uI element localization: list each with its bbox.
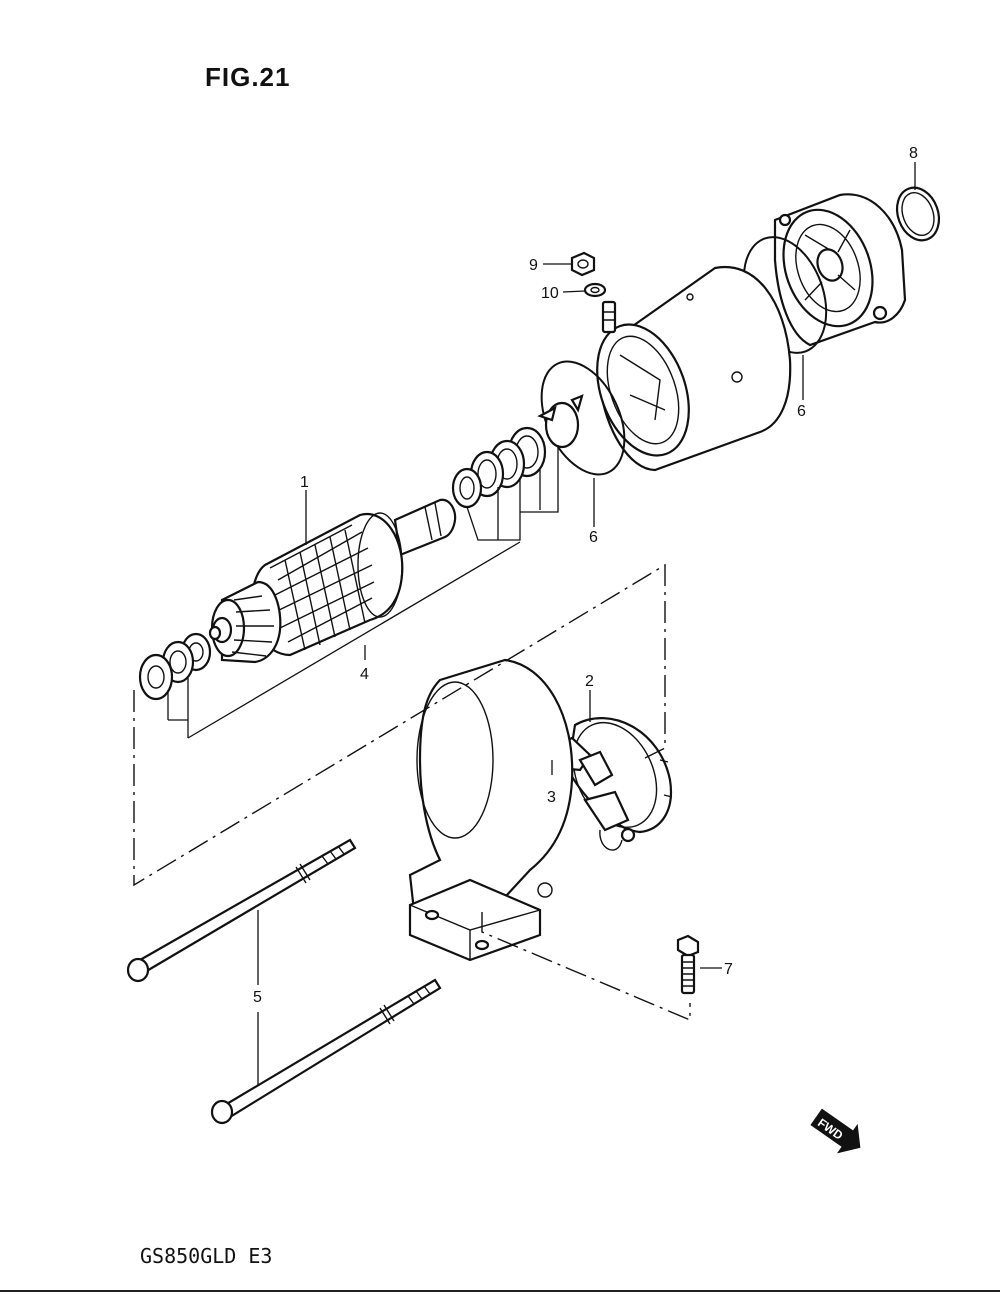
figure-title: FIG.21 <box>205 62 291 92</box>
bottom-rule <box>0 1290 1000 1292</box>
model-code: GS850GLD E3 <box>140 1244 273 1268</box>
callout-6-left: 6 <box>589 529 598 546</box>
part-1-armature <box>208 498 457 664</box>
part-10-washer <box>583 282 607 298</box>
assembly-dash-lines <box>133 563 691 1022</box>
shim-set-right <box>451 426 547 509</box>
leader-lines <box>167 162 916 1085</box>
callout-9: 9 <box>529 257 538 274</box>
end-cover <box>773 193 907 347</box>
shim-set-left <box>138 632 212 701</box>
callout-1: 1 <box>300 474 309 491</box>
starter-yoke <box>596 265 792 472</box>
fwd-arrow-icon: FWD <box>810 1108 861 1154</box>
callout-5: 5 <box>253 989 262 1006</box>
tabbed-plate <box>537 394 584 449</box>
part-7-bolt <box>676 934 700 995</box>
part-9-nut <box>570 251 596 277</box>
callout-4: 4 <box>360 666 369 683</box>
part-5-through-bolt-upper <box>126 838 357 983</box>
callout-3: 3 <box>547 789 556 806</box>
part-5-through-bolt-lower <box>210 978 442 1125</box>
callout-6-right: 6 <box>797 403 806 420</box>
callout-8: 8 <box>909 145 918 162</box>
part-8-o-ring <box>895 186 941 242</box>
callout-2: 2 <box>585 673 594 690</box>
callout-7: 7 <box>724 961 733 978</box>
callout-10: 10 <box>541 285 559 302</box>
front-bracket <box>408 658 574 962</box>
